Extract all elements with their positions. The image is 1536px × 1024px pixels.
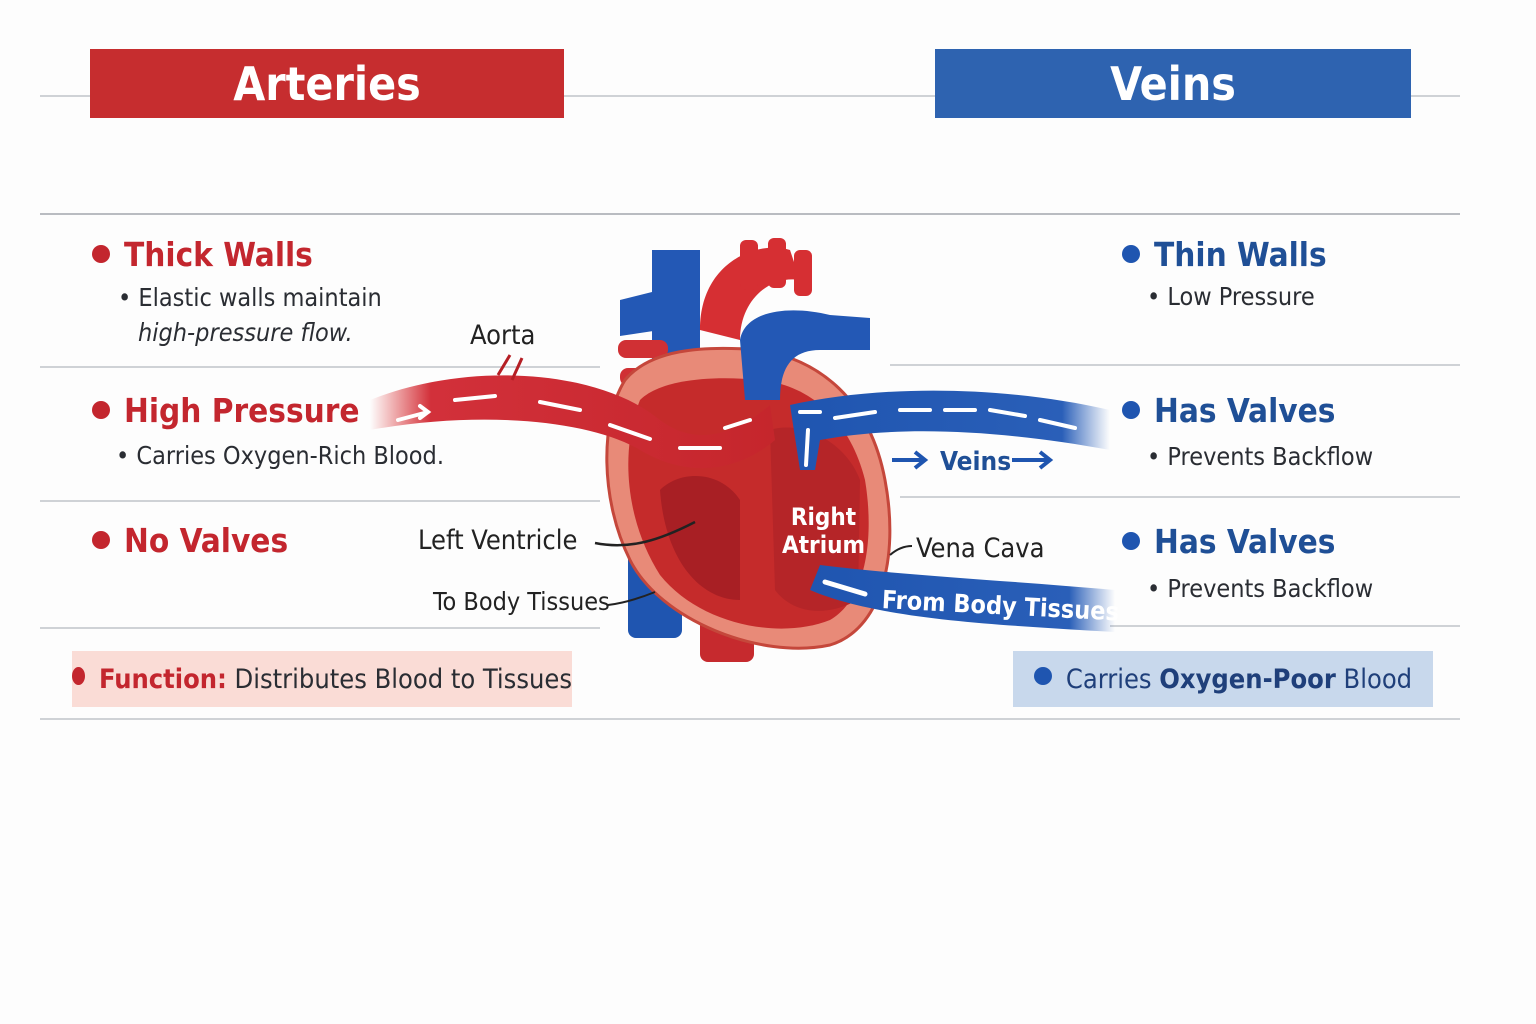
arteries-summary-box: Function: Distributes Blood to Tissues (72, 651, 572, 707)
vein-point-has-valves: Has Valves (1122, 394, 1335, 427)
arteries-title: Arteries (233, 56, 421, 111)
summary-bold: Oxygen-Poor (1159, 663, 1336, 695)
divider (40, 500, 600, 502)
label-to-body-tissues: To Body Tissues (433, 587, 610, 616)
label-right-atrium: Right Atrium (782, 503, 865, 559)
point-detail: • Prevents Backflow (1147, 442, 1374, 471)
bullet-icon (92, 400, 110, 419)
bullet-icon (1122, 400, 1140, 419)
summary-text: Distributes Blood to Tissues (226, 663, 572, 695)
divider (900, 496, 1460, 498)
point-heading: No Valves (124, 521, 289, 560)
detail-text: Carries Oxygen-Rich Blood. (136, 441, 444, 470)
point-heading: Has Valves (1154, 522, 1336, 561)
bullet-icon (92, 244, 110, 263)
divider (40, 718, 1460, 720)
detail-text: Prevents Backflow (1167, 574, 1374, 603)
divider (1110, 625, 1460, 627)
bullet-icon (1122, 531, 1140, 550)
bullet-icon (72, 667, 85, 685)
divider (40, 366, 600, 368)
artery-point-no-valves: No Valves (92, 524, 288, 557)
vein-flow-upper (790, 390, 1110, 470)
vein-point-has-valves-2: Has Valves (1122, 525, 1335, 558)
summary-pre: Carries (1065, 663, 1160, 695)
point-heading: Has Valves (1154, 391, 1336, 430)
point-detail: • Carries Oxygen-Rich Blood. (116, 441, 444, 470)
veins-header: Veins (935, 49, 1411, 118)
artery-point-high-pressure: High Pressure (92, 394, 360, 427)
point-heading: High Pressure (124, 391, 360, 430)
bullet-icon (92, 530, 110, 549)
label-left-ventricle: Left Ventricle (418, 525, 578, 556)
detail-text: Elastic walls maintain (138, 283, 382, 312)
vein-point-thin-walls: Thin Walls (1122, 238, 1327, 271)
bullet-icon (1033, 667, 1052, 685)
detail-text: Prevents Backflow (1167, 442, 1374, 471)
label-vena-cava: Vena Cava (916, 533, 1045, 564)
veins-summary-box: Carries Oxygen-Poor Blood (1013, 651, 1433, 707)
label-right-atrium-line1: Right (790, 503, 857, 531)
point-detail: • Prevents Backflow (1147, 574, 1374, 603)
divider (40, 95, 1460, 97)
detail-text: Low Pressure (1167, 282, 1315, 311)
arteries-header: Arteries (90, 49, 564, 118)
label-veins: Veins (940, 447, 1012, 477)
point-heading: Thin Walls (1154, 235, 1327, 274)
veins-arrow-icon (892, 450, 1054, 470)
point-detail: high-pressure flow. (138, 318, 353, 347)
divider (40, 627, 600, 629)
bullet-icon (1122, 244, 1140, 263)
label-aorta: Aorta (470, 320, 536, 351)
summary-label: Function: (98, 663, 227, 695)
artery-point-thick-walls: Thick Walls (92, 238, 313, 271)
point-detail: • Elastic walls maintain (118, 283, 382, 312)
point-heading: Thick Walls (124, 235, 313, 274)
veins-title: Veins (1110, 56, 1236, 111)
divider (890, 364, 1460, 366)
divider (40, 213, 1460, 215)
vein-flow-lower (810, 565, 1115, 632)
summary-post: Blood (1335, 663, 1413, 695)
label-right-atrium-line2: Atrium (782, 531, 865, 559)
point-detail: • Low Pressure (1147, 282, 1315, 311)
